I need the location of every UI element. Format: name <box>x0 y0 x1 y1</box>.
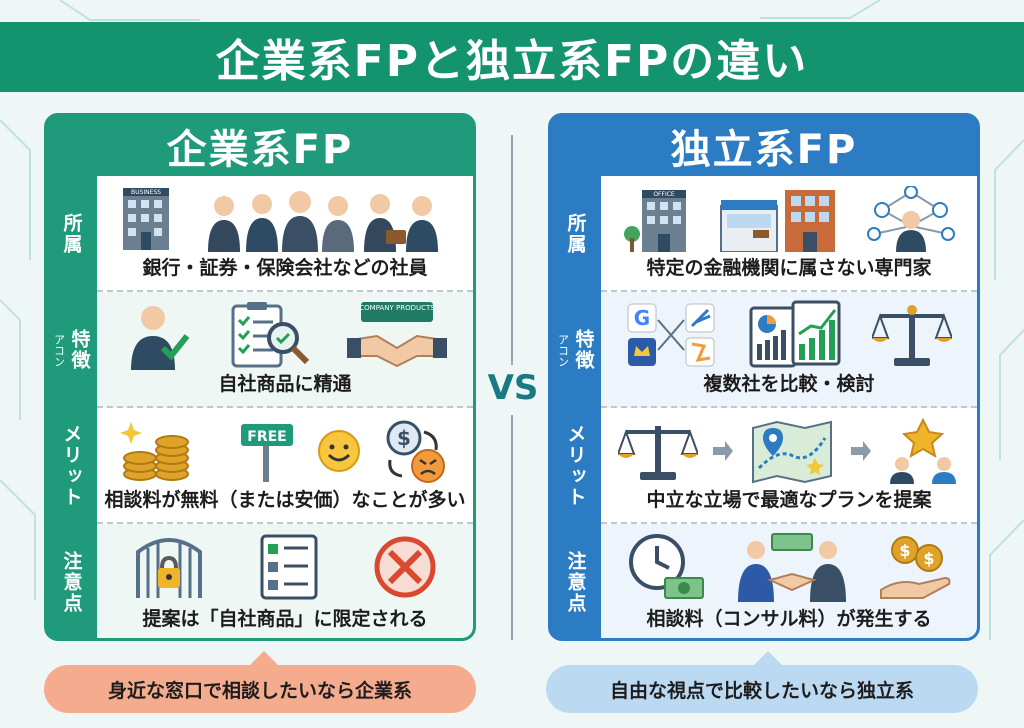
row-affiliation: 所属 OFFICE <box>551 176 977 292</box>
vs-label: VS <box>487 368 539 408</box>
independent-fp-panel: 独立系FP 所属 OFFICE <box>548 113 980 641</box>
row-label: メリット <box>564 424 587 508</box>
office-building-icon: OFFICE <box>623 190 686 252</box>
hand-coins-icon: $ $ <box>880 536 951 599</box>
office-building-icon: BUSINESS <box>122 188 169 250</box>
document-list-icon <box>260 534 318 600</box>
coin-dollar: $ <box>924 549 935 568</box>
handshake-icon: COMPANY PRODUCTS <box>347 302 447 368</box>
row-caption: 銀行・証券・保険会社などの社員 <box>142 257 428 279</box>
g-logo: G <box>634 306 650 330</box>
dollar-cycle-icon: $ <box>386 420 446 483</box>
handshake-money-icon <box>737 533 846 602</box>
corporate-fp-panel: 企業系FP 所属 BUSINESS <box>44 113 476 641</box>
row-caption: 提案は「自社商品」に限定される <box>142 608 428 630</box>
page-title: 企業系FPと独立系FPの違い <box>215 36 809 87</box>
company-logos-icon: G <box>627 303 715 367</box>
shops-icon <box>719 190 835 252</box>
row-cautions: 注意点 <box>47 524 473 638</box>
divider-bottom <box>511 415 513 640</box>
independent-fp-callout: 自由な視点で比較したいなら独立系 <box>546 651 978 713</box>
corporate-fp-callout: 身近な窓口で相談したいなら企業系 <box>44 651 476 713</box>
balance-scale-icon <box>617 426 698 480</box>
callout-text: 身近な窓口で相談したいなら企業系 <box>107 679 412 702</box>
row-label: 所属 <box>60 213 83 255</box>
row-features: 特徴アコン <box>47 292 473 408</box>
building-sign: BUSINESS <box>131 189 161 196</box>
row-features: 特徴アコン G <box>551 292 977 408</box>
row-caption: 特定の金融機関に属さない専門家 <box>646 257 932 279</box>
coin-dollar: $ <box>900 541 911 560</box>
panel-header: 企業系FP <box>166 127 354 173</box>
row-label: 注意点 <box>564 551 587 614</box>
divider-top <box>511 135 513 365</box>
arrow-right-icon <box>850 441 871 461</box>
row-caption: 自社商品に精通 <box>218 373 352 395</box>
star-people-icon <box>890 418 957 484</box>
business-people-icon <box>207 191 438 252</box>
map-icon <box>751 420 832 484</box>
row-merits: メリット FREE <box>47 408 473 524</box>
building-sign: OFFICE <box>653 191 675 198</box>
arrow-right-icon <box>713 441 734 461</box>
row-caption: 相談料（コンサル料）が発生する <box>646 608 932 630</box>
network-people-icon <box>867 186 956 252</box>
row-caption: 中立な立場で最適なプランを提案 <box>646 489 932 511</box>
company-products-sign: COMPANY PRODUCTS <box>359 304 435 312</box>
dollar-symbol: $ <box>397 426 411 450</box>
free-sign-icon: FREE <box>241 424 294 482</box>
callout-text: 自由な視点で比較したいなら独立系 <box>609 679 914 702</box>
person-check-icon <box>131 306 190 370</box>
row-caption: 相談料が無料（または安価）なことが多い <box>104 489 466 511</box>
row-label: 特徴アコン <box>556 329 595 371</box>
row-label: 所属 <box>564 213 587 255</box>
clock-money-icon <box>628 534 704 599</box>
free-label: FREE <box>248 429 287 445</box>
row-label: 注意点 <box>60 551 83 614</box>
checklist-magnifier-icon <box>231 302 310 368</box>
row-label: 特徴アコン <box>52 329 91 371</box>
row-affiliation: 所属 BUSINESS <box>47 176 473 292</box>
row-cautions: 注意点 <box>551 524 977 638</box>
balance-scale-icon <box>871 305 952 366</box>
row-caption: 複数社を比較・検討 <box>703 373 875 395</box>
charts-icon <box>749 300 841 368</box>
coins-icon <box>119 422 189 481</box>
row-merits: メリット <box>551 408 977 524</box>
prohibited-icon <box>374 536 436 598</box>
happy-face-icon <box>317 430 360 472</box>
title-banner: 企業系FPと独立系FPの違い <box>0 22 1024 92</box>
panel-header: 独立系FP <box>670 127 858 173</box>
row-label: メリット <box>60 424 83 508</box>
locked-gate-icon <box>136 538 202 598</box>
